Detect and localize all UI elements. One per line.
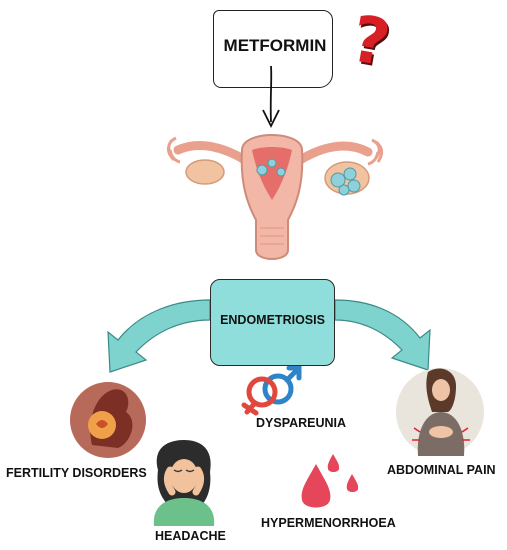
endometriosis-label: ENDOMETRIOSIS bbox=[220, 313, 325, 327]
gender-symbols-icon bbox=[241, 365, 302, 416]
blood-drops-icon bbox=[301, 454, 359, 508]
woman-headache-icon bbox=[153, 440, 215, 526]
pregnant-woman-icon bbox=[70, 382, 146, 458]
down-arrow-icon bbox=[262, 65, 280, 129]
uterus-illustration bbox=[167, 134, 383, 260]
fertility-disorders-label: FERTILITY DISORDERS bbox=[6, 466, 147, 480]
hypermenorrhoea-label: HYPERMENORRHOEA bbox=[261, 516, 396, 530]
headache-label: HEADACHE bbox=[155, 529, 226, 543]
metformin-label: METFORMIN bbox=[223, 36, 327, 55]
woman-abdominal-pain-icon bbox=[396, 368, 484, 456]
dyspareunia-label: DYSPAREUNIA bbox=[256, 416, 347, 430]
right-curved-arrow-icon bbox=[334, 299, 431, 371]
endometriosis-box bbox=[210, 279, 335, 366]
abdominal-pain-label: ABDOMINAL PAIN bbox=[387, 463, 496, 477]
metformin-box bbox=[213, 10, 333, 88]
left-curved-arrow-icon bbox=[107, 299, 211, 373]
